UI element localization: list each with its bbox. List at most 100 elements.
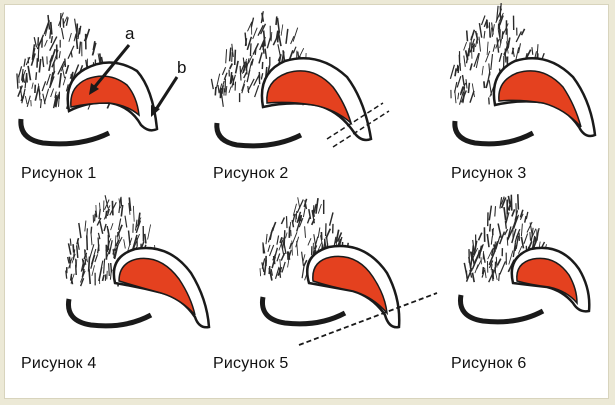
fur-stroke xyxy=(491,270,494,282)
fur-stroke xyxy=(507,37,511,49)
fur-stroke xyxy=(97,232,101,240)
fur-stroke xyxy=(37,83,41,95)
fur-stroke xyxy=(44,39,48,47)
fur-stroke xyxy=(118,231,121,240)
fur-stroke xyxy=(221,80,225,91)
fur-stroke xyxy=(486,19,489,28)
fur-stroke xyxy=(260,73,264,80)
fur-stroke xyxy=(504,228,509,236)
fur-stroke xyxy=(134,219,138,231)
fur-stroke xyxy=(101,274,105,282)
fur-stroke xyxy=(75,23,79,38)
fur-stroke xyxy=(49,36,58,52)
fur-stroke xyxy=(470,247,479,262)
figure-frame: a b Рисунок 1 Рисунок 2 Рисунок 3 xyxy=(4,3,609,399)
fur-stroke xyxy=(279,258,282,273)
fur-stroke xyxy=(57,60,65,75)
fur-stroke xyxy=(491,24,495,37)
fur-stroke xyxy=(66,256,70,264)
fur-stroke xyxy=(512,242,517,258)
fur-stroke xyxy=(495,235,501,250)
claw-illustration-5 xyxy=(259,197,438,346)
fur-stroke xyxy=(488,260,494,269)
fur-stroke xyxy=(106,208,110,217)
fur-stroke xyxy=(231,52,233,62)
fur-stroke xyxy=(471,259,477,272)
fur-stroke xyxy=(465,47,470,64)
cut-line xyxy=(298,292,438,346)
fur-stroke xyxy=(229,49,232,57)
fur-stroke xyxy=(78,25,82,35)
fur-stroke xyxy=(272,253,276,261)
fur-stroke xyxy=(473,52,480,68)
fur-stroke xyxy=(260,23,267,35)
fur-stroke xyxy=(536,232,539,241)
fur-stroke xyxy=(514,235,518,243)
fur-stroke xyxy=(467,82,471,94)
fur-stroke xyxy=(464,50,469,60)
fur-stroke xyxy=(295,236,300,248)
fur-stroke xyxy=(48,59,53,72)
fur-stroke xyxy=(67,45,75,59)
fur-stroke xyxy=(292,213,296,223)
fur-stroke xyxy=(483,30,486,39)
fur-stroke xyxy=(115,239,120,247)
fur-stroke xyxy=(258,52,263,64)
fur-stroke xyxy=(94,254,99,263)
fur-stroke xyxy=(94,210,98,218)
fur-stroke xyxy=(79,277,85,287)
fur-stroke xyxy=(311,210,316,224)
toe-pad-outline xyxy=(457,294,545,325)
fur-stroke xyxy=(481,266,485,275)
fur-stroke xyxy=(291,219,295,228)
fur-stroke xyxy=(516,228,521,237)
fur-stroke xyxy=(285,216,288,229)
fur-stroke xyxy=(54,96,58,107)
fur-stroke xyxy=(86,228,88,239)
fur-stroke xyxy=(292,46,297,54)
fur-stroke xyxy=(268,267,273,281)
fur-stroke xyxy=(114,236,123,252)
fur-stroke xyxy=(495,39,500,49)
fur-stroke xyxy=(54,91,57,99)
fur-stroke xyxy=(135,220,142,234)
fur-stroke xyxy=(296,199,304,214)
caption-5: Рисунок 5 xyxy=(213,355,289,372)
fur-stroke xyxy=(277,30,282,47)
fur-stroke xyxy=(471,272,475,283)
fur-stroke xyxy=(304,226,306,238)
fur-stroke xyxy=(292,203,297,216)
caption-1: Рисунок 1 xyxy=(21,165,97,182)
fur-stroke xyxy=(498,12,504,23)
fur-stroke xyxy=(325,228,332,239)
fur-stroke xyxy=(276,17,281,33)
fur-stroke xyxy=(108,263,110,277)
fur-stroke xyxy=(132,205,135,222)
fur-stroke xyxy=(477,232,483,241)
fur-stroke xyxy=(41,56,45,68)
fur-stroke xyxy=(127,230,131,246)
arrow-b xyxy=(153,76,179,112)
fur-stroke xyxy=(472,239,475,252)
fur-stroke xyxy=(21,74,25,83)
fur-stroke xyxy=(298,217,304,228)
fur-stroke xyxy=(23,58,26,67)
fur-stroke xyxy=(456,64,459,72)
fur-stroke xyxy=(38,58,42,73)
fur-stroke xyxy=(478,22,483,38)
fur-stroke xyxy=(43,88,50,104)
fur-stroke xyxy=(264,48,268,59)
fur-stroke xyxy=(469,256,473,269)
caption-6: Рисунок 6 xyxy=(451,355,527,372)
caption-3: Рисунок 3 xyxy=(451,165,527,182)
fur-stroke xyxy=(55,94,59,108)
fur-stroke xyxy=(225,49,228,64)
fur-stroke xyxy=(471,83,475,98)
fur-stroke xyxy=(74,264,77,276)
fur-stroke xyxy=(492,244,497,252)
fur-stroke xyxy=(91,265,95,276)
fur-stroke xyxy=(497,223,502,238)
fur-stroke xyxy=(27,57,30,64)
fur-stroke xyxy=(247,55,253,64)
fur-stroke xyxy=(90,233,93,246)
